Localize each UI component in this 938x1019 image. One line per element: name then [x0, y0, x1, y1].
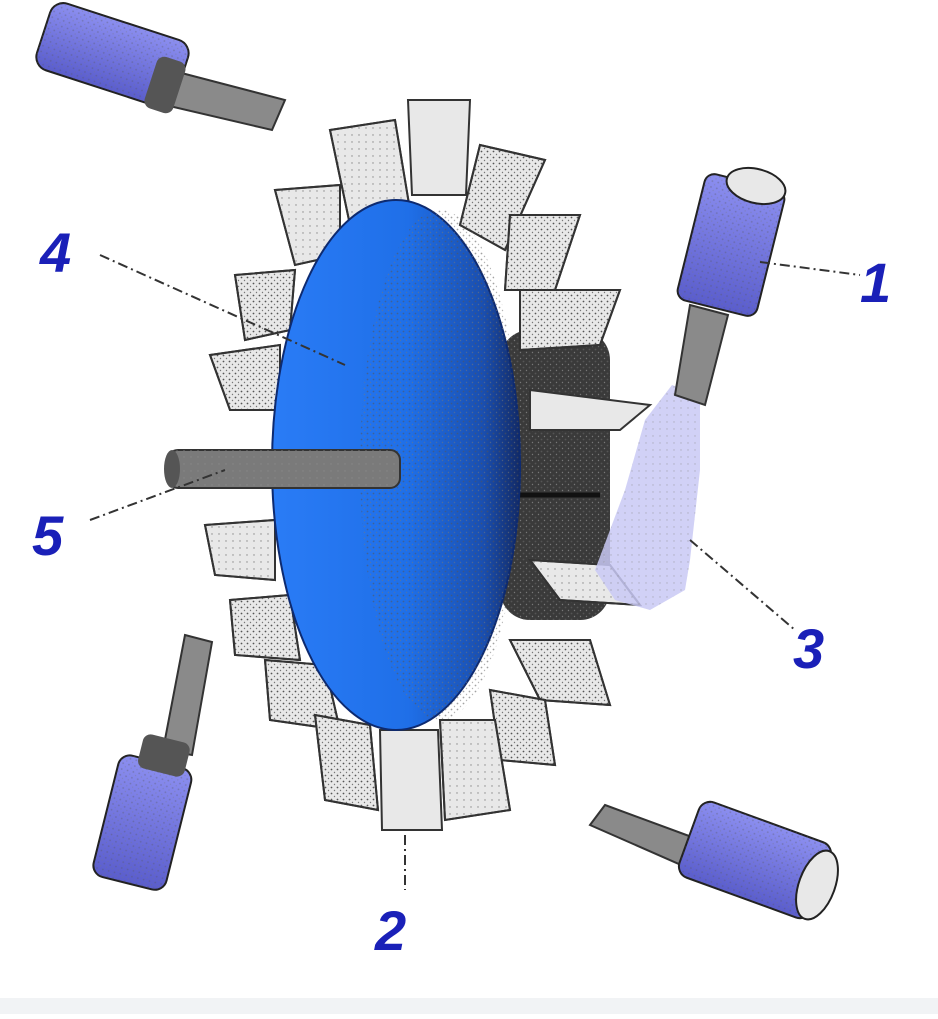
label-3: 3 — [793, 617, 824, 680]
leader-line-3 — [690, 540, 795, 630]
bottom-strip — [0, 998, 938, 1014]
shaft-texture — [168, 450, 400, 488]
label-1: 1 — [860, 251, 891, 314]
bucket-texture — [210, 345, 280, 410]
shaft — [164, 450, 400, 488]
label-5: 5 — [32, 504, 64, 567]
bucket-texture — [315, 715, 378, 810]
bucket-texture — [520, 290, 620, 350]
leader-line-1 — [760, 262, 860, 275]
nozzle-top-left — [33, 0, 285, 130]
bucket-texture — [510, 640, 610, 705]
leader-line-5 — [90, 470, 225, 520]
shaft-end — [164, 450, 180, 488]
nozzle-needle — [675, 305, 728, 405]
bucket-texture — [230, 595, 300, 660]
nozzle-upper-right — [675, 162, 789, 405]
nozzle-needle — [165, 70, 285, 130]
nozzle-needle — [163, 635, 212, 755]
bucket — [380, 730, 442, 830]
bucket-texture — [505, 215, 580, 290]
nozzle-bottom-left — [91, 635, 212, 892]
bucket-texture — [205, 520, 275, 580]
bucket — [408, 100, 470, 195]
nozzle-bottom-right — [590, 798, 846, 925]
label-4: 4 — [39, 221, 71, 284]
label-2: 2 — [374, 899, 406, 962]
